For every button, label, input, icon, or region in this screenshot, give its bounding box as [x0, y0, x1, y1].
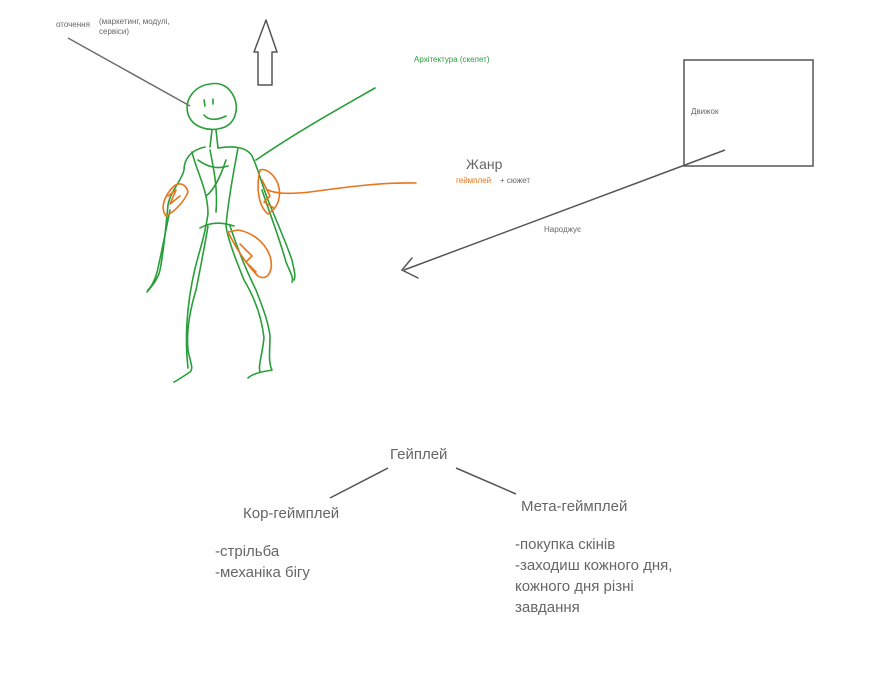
meta-item: завдання [515, 599, 580, 616]
muscles-sketch [162, 168, 417, 279]
plot-small-label: + сюжет [500, 176, 531, 185]
meta-item: -заходиш кожного дня, [515, 557, 673, 574]
tree-line-meta [455, 467, 517, 495]
surroundings-detail-label: (маркетинг, модулі, сервіси) [99, 17, 170, 36]
core-gameplay-title: Кор-геймплей [243, 505, 340, 522]
surroundings-label: оточення [56, 20, 90, 29]
tree-line-core [329, 467, 389, 499]
engine-label: Движок [691, 107, 719, 116]
generates-label: Народжує [544, 225, 582, 234]
tree-root-title: Гейплей [390, 446, 448, 463]
meta-gameplay-title: Мета-геймплей [521, 498, 628, 515]
meta-item: кожного дня різні [515, 578, 634, 595]
generates-arrow-line [403, 149, 726, 271]
architecture-pointer-line [255, 87, 376, 161]
engine-box [683, 59, 814, 167]
architecture-label: Архітектура (скелет) [414, 55, 490, 64]
core-item: -стрільба [215, 543, 280, 560]
core-item: -механіка бігу [215, 564, 310, 581]
gameplay-small-label: геймплей [456, 176, 492, 185]
genre-label: Жанр [466, 156, 503, 172]
up-arrow-icon [253, 19, 278, 86]
surroundings-pointer-line [67, 37, 191, 107]
figure-sketch [146, 82, 296, 383]
meta-item: -покупка скінів [515, 536, 616, 553]
arrow-head-icon [400, 257, 419, 279]
